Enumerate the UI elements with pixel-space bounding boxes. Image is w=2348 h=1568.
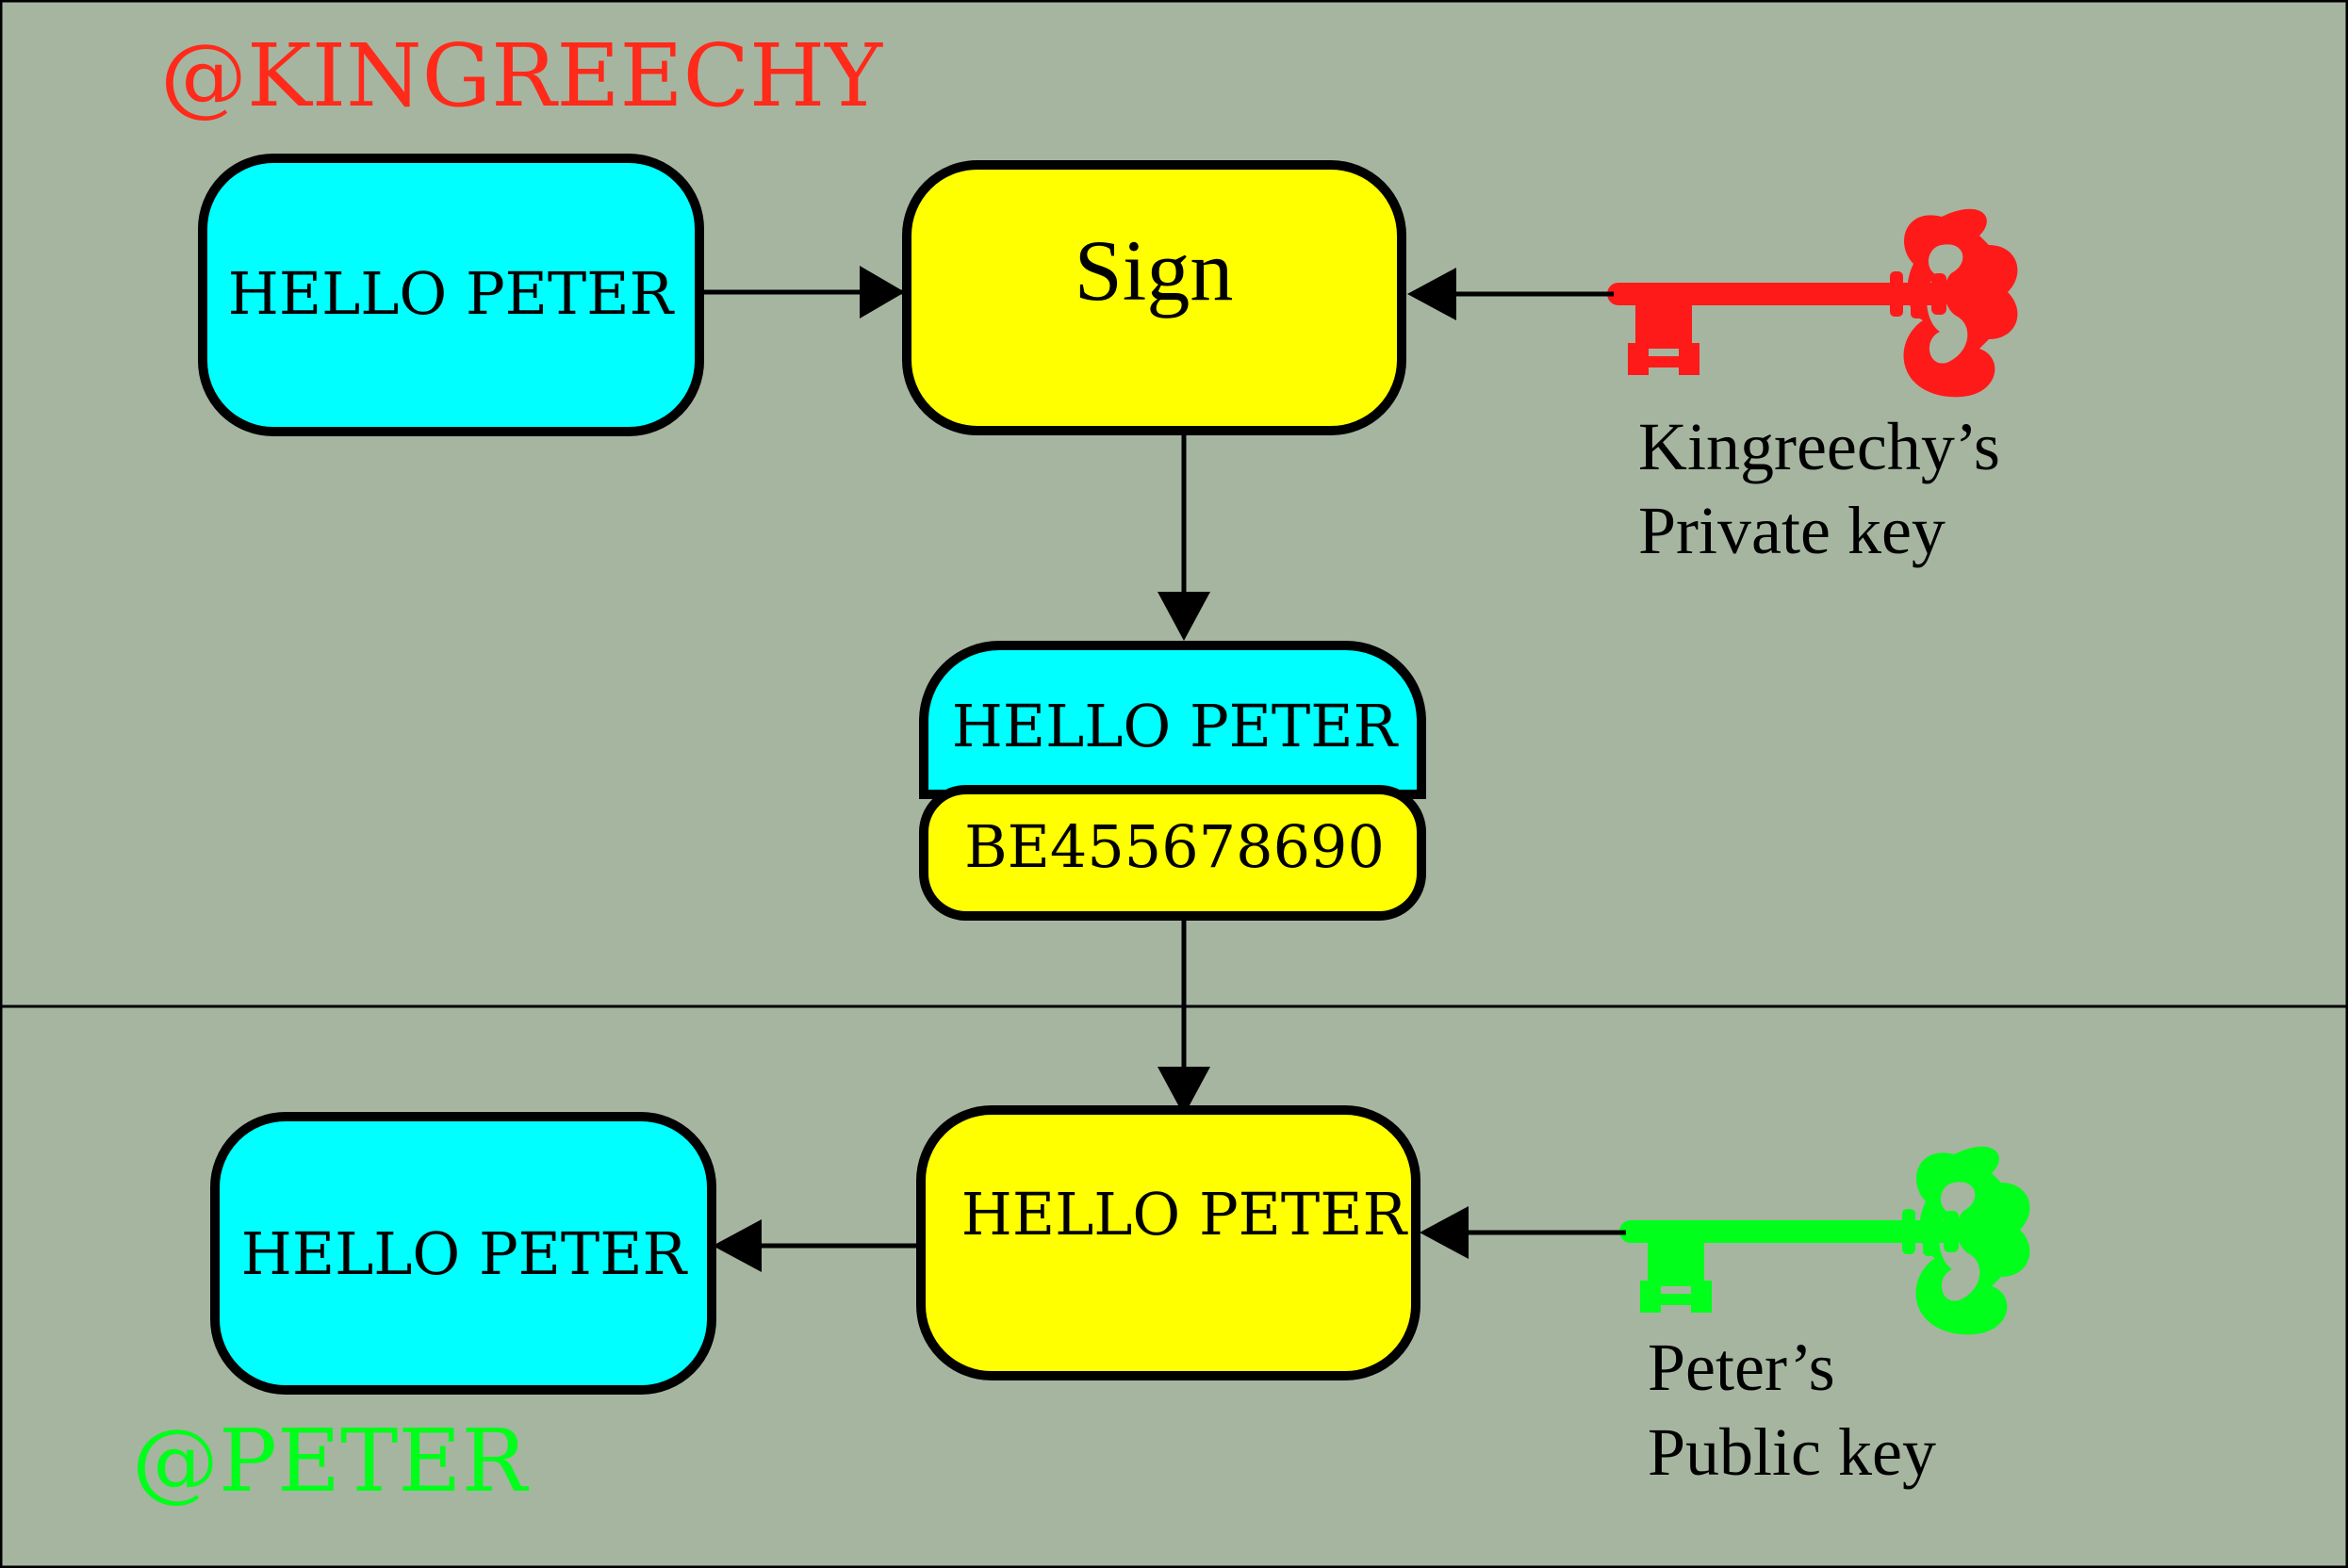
arrow-head [1420,1206,1469,1259]
received-message-text: HELLO PETER [241,1219,689,1288]
verify-box: HELLO PETER [916,1105,1420,1380]
public-key-icon [1619,1146,2030,1335]
arrow-head [1158,1067,1210,1116]
message-box: HELLO PETER [198,154,704,436]
receiver-handle: @PETER [132,1411,530,1511]
private-key-label-line1: Kingreechy’s [1638,409,2000,484]
arrow-head [713,1219,762,1272]
public-key-label-line2: Public key [1648,1414,1936,1490]
signature-box [919,785,1426,921]
arrow-head [860,266,905,318]
signature-text: BE455678690 [964,812,1385,881]
received-message-box: HELLO PETER [210,1112,716,1395]
private-key-icon [1607,208,2018,398]
arrow-head [1407,268,1456,320]
signed-message-text: HELLO PETER [952,692,1400,760]
sign-box-text: Sign [1075,222,1234,318]
signed-message-box: HELLO PETER BE455678690 [919,641,1426,921]
sender-handle: @KINGREECHY [160,25,883,126]
message-box-text: HELLO PETER [228,259,676,328]
verify-box-text: HELLO PETER [961,1180,1409,1249]
public-key-label-line1: Peter’s [1648,1330,1835,1405]
private-key-label-line2: Private key [1638,493,1946,568]
sign-box: Sign [902,160,1406,435]
arrow-head [1158,592,1210,641]
